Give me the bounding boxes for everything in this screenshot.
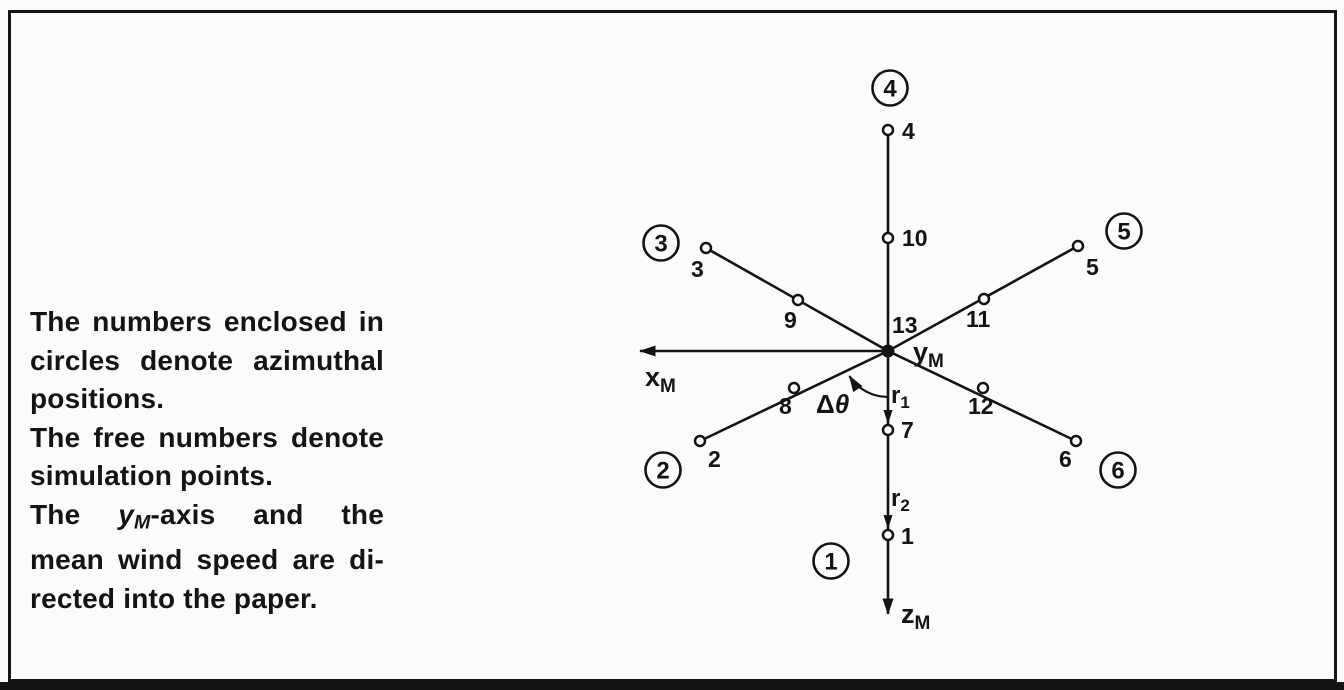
note-line: The numbers enclosed in [30,303,384,342]
simulation-point [791,293,805,307]
azimuth-position-number: 1 [824,549,837,576]
simulation-point-label: 10 [902,225,928,251]
simulation-point-label: 11 [966,306,991,332]
note-text: The [30,498,119,530]
r-vector-arrowhead [883,410,893,424]
simulation-point-label: 12 [968,393,994,419]
azimuth-position-circle [1099,451,1137,489]
note-text: mean wind speed are di- [30,544,384,576]
center-point [881,344,895,358]
azimuth-ray [887,349,1077,443]
note-text: simulation points. [30,460,274,491]
simulation-point [881,123,895,137]
note-text: rected into the paper. [30,582,318,614]
azimuth-position-number: 4 [883,76,897,103]
simulation-point-label: 8 [779,393,792,419]
r-vector-arrowhead [883,515,893,529]
simulation-point-label: 6 [1059,446,1072,472]
note-text: M [134,510,151,533]
figure-note: The numbers enclosed in circles denote az… [30,303,384,618]
note-line: The yM-axis and the [30,496,384,542]
r-vector-label: r1 [891,382,910,412]
note-line: rected into the paper. [30,580,384,619]
note-text: The numbers enclosed in [30,306,384,337]
simulation-point-label: 4 [902,118,915,144]
note-text: circles denote azimuthal [30,344,384,376]
center-point-label: 13 [892,312,918,338]
azimuth-position-circle [642,224,680,262]
note-line: positions. [30,380,384,419]
simulation-point [787,381,801,395]
azimuth-position-circle [812,542,850,580]
azimuth-position-number: 5 [1117,219,1130,246]
simulation-point [699,241,713,255]
azimuth-ray [699,349,889,443]
note-text: The free numbers denote [30,421,384,453]
azimuth-position-circle [1105,212,1143,250]
note-line: The free numbers denote [30,419,384,458]
note-line: mean wind speed are di- [30,541,384,580]
note-text: -axis and the [150,498,384,530]
simulation-point [1069,434,1083,448]
simulation-point [881,528,895,542]
note-line: circles denote azimuthal [30,342,384,381]
simulation-point [881,423,895,437]
simulation-point [881,231,895,245]
azimuth-position-number: 3 [654,231,667,258]
simulation-point [977,292,991,306]
simulation-point-label: 3 [691,256,704,282]
delta-theta-label: Δθ [816,389,849,419]
figure-frame [8,10,1337,682]
simulation-point [976,381,990,395]
simulation-point-label: 9 [784,307,797,333]
r-vector-label: r2 [891,485,910,515]
azimuth-position-circle [644,451,682,489]
bottom-rule [0,682,1344,690]
simulation-point [1071,239,1085,253]
x-axis-label: xM [645,362,676,397]
z-axis-label: zM [901,599,930,634]
simulation-point-label: 7 [901,417,914,443]
note-text: y [118,498,134,530]
simulation-point-label: 2 [708,446,721,472]
azimuth-position-number: 2 [656,458,669,485]
simulation-point [693,434,707,448]
note-text: positions. [30,383,165,414]
y-axis-label: yM [913,337,944,372]
note-line: simulation points. [30,457,384,496]
azimuth-position-number: 6 [1111,458,1124,485]
delta-theta-arc [848,375,889,399]
simulation-point-label: 5 [1086,254,1099,280]
azimuth-position-circle [871,69,909,107]
simulation-point-label: 1 [901,523,914,549]
